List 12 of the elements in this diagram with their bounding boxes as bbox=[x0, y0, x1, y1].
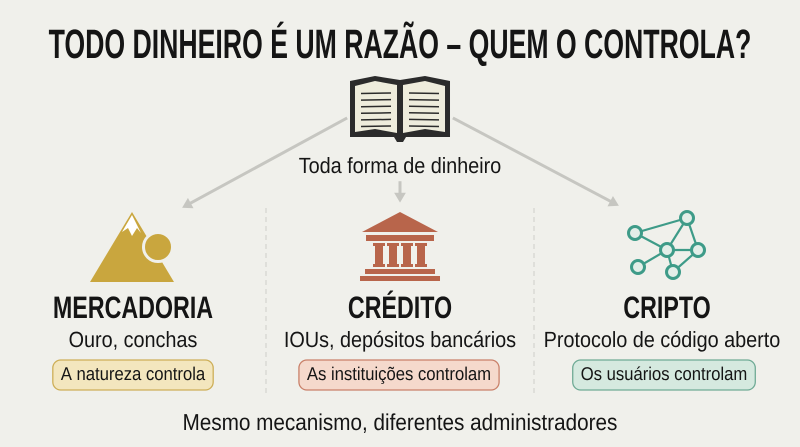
label-pill: As instituições controlam bbox=[298, 359, 500, 391]
example-text: Ouro, conchas bbox=[70, 331, 197, 350]
label-pill: Os usuários controlam bbox=[572, 359, 756, 391]
caption: Mesmo mecanismo, diferentes administradores bbox=[184, 413, 617, 433]
example-text: Protocolo de código aberto bbox=[545, 330, 780, 352]
title: TODO DINHEIRO É UM RAZÃO – QUEM O CONTROLA? bbox=[48, 22, 750, 66]
label-pill: A natureza controla bbox=[52, 359, 214, 391]
category-heading: CRIPTO bbox=[624, 296, 710, 318]
category-heading: CRÉDITO bbox=[348, 290, 452, 318]
example-text: IOUs, depósitos bancários bbox=[286, 330, 516, 352]
category-heading: MERCADORIA bbox=[54, 296, 212, 318]
icon-caption: Toda forma de dinheiro bbox=[299, 157, 500, 174]
